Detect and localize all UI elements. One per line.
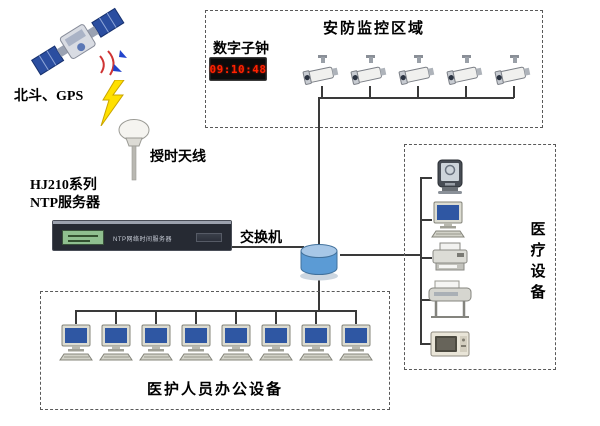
connector-line xyxy=(420,177,432,179)
medical-zone-title: 医 疗 设 备 xyxy=(528,220,548,304)
desktop-computer-icon xyxy=(431,201,465,238)
connector-line xyxy=(318,97,320,247)
switch-icon xyxy=(300,244,338,281)
connector-line xyxy=(275,310,277,324)
cctv-camera-icon xyxy=(350,55,387,85)
office-zone-box: 医护人员办公设备 xyxy=(40,291,390,410)
server-top-rail xyxy=(53,221,231,224)
connector-line xyxy=(465,86,467,98)
connector-line xyxy=(315,310,317,324)
connector-line xyxy=(420,299,432,301)
connector-line xyxy=(155,310,157,324)
cctv-camera-icon xyxy=(398,55,435,85)
digital-clock-label: 数字子钟 xyxy=(213,42,269,57)
connector-line xyxy=(513,86,515,98)
office-computer-icon xyxy=(179,324,213,361)
medical-zone-title-char: 设 xyxy=(530,264,546,280)
security-zone-title: 安防监控区域 xyxy=(322,21,425,37)
medical-zone-title-char: 备 xyxy=(530,285,546,301)
antenna-label: 授时天线 xyxy=(150,150,206,165)
ntp-server-device: NTP网络时间服务器 xyxy=(52,220,232,251)
satellite-icon xyxy=(30,7,127,76)
connector-line xyxy=(235,310,237,324)
digital-clock: 09:10:48 xyxy=(209,57,267,81)
connector-line xyxy=(232,246,304,248)
connector-line xyxy=(420,219,432,221)
switch-label: 交换机 xyxy=(240,231,282,246)
server-panel-text: NTP网络时间服务器 xyxy=(113,237,173,243)
connector-line xyxy=(318,97,514,99)
medical-zone-title-char: 疗 xyxy=(530,243,546,259)
office-computer-icon xyxy=(339,324,373,361)
office-zone-title: 医护人员办公设备 xyxy=(146,382,283,398)
gps-label: 北斗、GPS xyxy=(14,89,84,104)
office-computer-icon xyxy=(219,324,253,361)
lightning-icon xyxy=(100,80,125,126)
connector-line xyxy=(340,254,422,256)
medical-zone-box xyxy=(404,144,556,370)
office-computer-icon xyxy=(259,324,293,361)
connector-line xyxy=(355,310,357,324)
plotter-icon xyxy=(428,280,472,318)
ntp-server-label-line2: NTP服务器 xyxy=(30,196,100,211)
connector-line xyxy=(420,257,432,259)
connector-line xyxy=(115,310,117,324)
server-lcd-display xyxy=(62,230,104,245)
connector-line xyxy=(369,86,371,98)
office-computer-icon xyxy=(299,324,333,361)
connector-line xyxy=(420,177,422,345)
connector-line xyxy=(195,310,197,324)
ntp-server-label: HJ210系列 NTP服务器 xyxy=(30,177,100,213)
connector-line xyxy=(75,310,77,324)
connector-line xyxy=(321,86,323,98)
cctv-camera-icon xyxy=(494,55,531,85)
connector-line xyxy=(417,86,419,98)
printer-icon xyxy=(432,242,468,271)
office-computer-icon xyxy=(139,324,173,361)
security-zone-box: 安防监控区域 xyxy=(205,10,543,128)
cctv-camera-icon xyxy=(302,55,339,85)
office-computer-icon xyxy=(59,324,93,361)
gps-antenna-icon xyxy=(118,119,150,181)
server-led-panel xyxy=(196,233,222,242)
medical-zone-title-char: 医 xyxy=(530,222,546,238)
connector-line xyxy=(420,343,432,345)
medical-instrument-icon xyxy=(430,331,470,357)
office-computer-icon xyxy=(99,324,133,361)
ntp-server-label-line1: HJ210系列 xyxy=(30,178,97,193)
cctv-camera-icon xyxy=(446,55,483,85)
face-terminal-icon xyxy=(437,159,463,194)
clock-time: 09:10:48 xyxy=(209,62,267,76)
connector-line xyxy=(75,310,357,312)
